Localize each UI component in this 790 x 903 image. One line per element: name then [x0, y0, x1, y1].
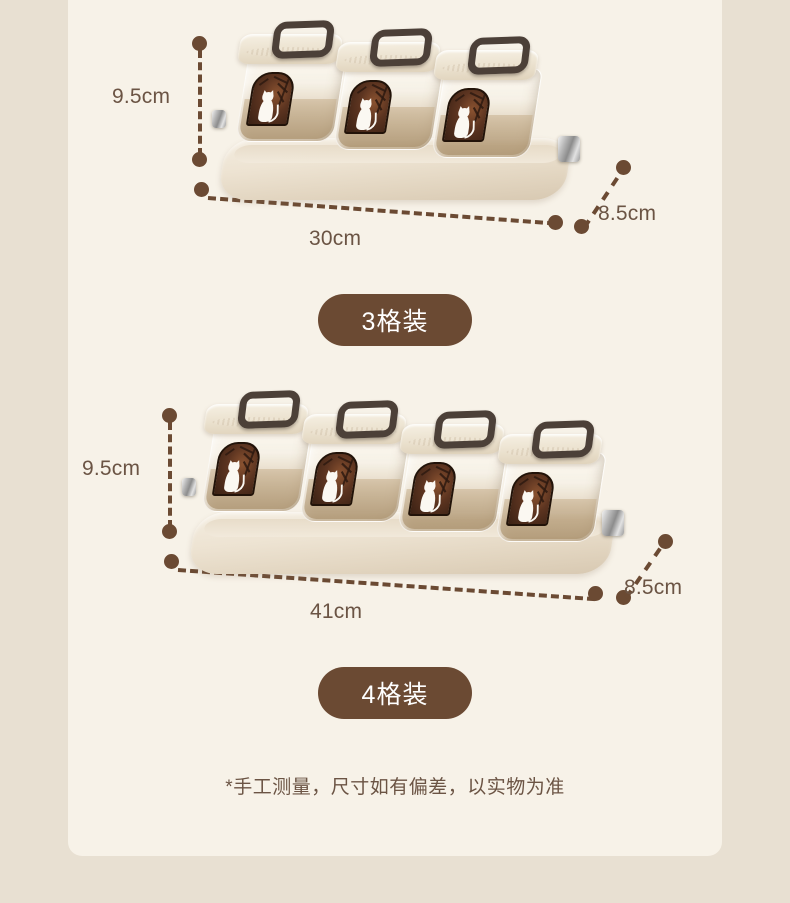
spoon-clip-right-4 [602, 510, 624, 536]
dimension-dot-width-left-3 [194, 182, 209, 197]
jar-2 [298, 399, 412, 522]
dimension-dot-width-right-3 [548, 215, 563, 230]
dimension-line-width-3 [207, 196, 556, 226]
jar-4 [494, 419, 608, 542]
cat-icon [257, 89, 279, 123]
cat-icon [517, 489, 539, 523]
dimension-label-width-3: 30cm [309, 227, 362, 250]
dimension-dot-width-right-4 [588, 586, 603, 601]
oval-lid-handle-icon-1 [236, 389, 302, 430]
dimension-dot-width-left-4 [164, 554, 179, 569]
decal-branch [454, 94, 465, 102]
oval-lid-handle-icon-3 [432, 409, 498, 450]
dimension-label-width-4: 41cm [310, 600, 363, 623]
oval-lid-handle-icon-3 [466, 35, 532, 76]
cat-icon [419, 479, 441, 513]
cat-icon [453, 105, 475, 139]
dimension-label-height-3: 9.5cm [112, 85, 171, 108]
product-block-4-compartment: 9.5cm 41cm 8.5cm [68, 376, 722, 666]
oval-lid-handle-icon-2 [334, 399, 400, 440]
decal-branch [356, 86, 367, 94]
seasoning-set-4-illustration [182, 389, 624, 574]
jar-3 [430, 35, 544, 158]
oval-lid-handle-icon-1 [270, 19, 336, 60]
product-block-3-compartment: 9.5cm 30cm 8.5cm [68, 0, 722, 290]
dimension-dot-height-bottom-4 [162, 524, 177, 539]
seasoning-set-3-illustration [212, 19, 580, 200]
oval-lid-handle-icon-2 [368, 27, 434, 68]
product-detail-card: 9.5cm 30cm 8.5cm [68, 0, 722, 856]
spoon-clip-left-3 [212, 110, 226, 128]
dimension-line-height-3 [198, 50, 202, 156]
decal-branch [322, 458, 333, 466]
dimension-label-height-4: 9.5cm [82, 457, 141, 480]
oval-lid-handle-icon-4 [530, 419, 596, 460]
decal-branch [224, 448, 235, 456]
dimension-line-height-4 [168, 422, 172, 528]
cat-icon [321, 469, 343, 503]
spoon-clip-right-3 [558, 136, 580, 162]
variant-badge-3-compartment[interactable]: 3格装 [318, 294, 472, 346]
dimension-dot-height-bottom-3 [192, 152, 207, 167]
measurement-disclaimer: *手工测量，尺寸如有偏差，以实物为准 [225, 777, 565, 798]
dimension-dot-height-top-4 [162, 408, 177, 423]
decal-branch [518, 478, 529, 486]
jar-1 [200, 389, 314, 512]
cat-icon [355, 97, 377, 131]
spoon-clip-left-4 [182, 478, 196, 496]
jar-2 [332, 27, 446, 150]
dimension-dot-depth-top-4 [658, 534, 673, 549]
decal-branch [420, 468, 431, 476]
decal-branch [258, 78, 269, 86]
dimension-label-depth-3: 8.5cm [598, 202, 657, 225]
dimension-dot-height-top-3 [192, 36, 207, 51]
dimension-dot-depth-top-3 [616, 160, 631, 175]
dimension-line-depth-4 [624, 538, 668, 600]
dimension-line-depth-3 [582, 166, 626, 230]
dimension-label-depth-4: 8.5cm [624, 576, 683, 599]
jar-3 [396, 409, 510, 532]
cat-icon [223, 459, 245, 493]
jar-1 [234, 19, 348, 142]
variant-badge-4-compartment[interactable]: 4格装 [318, 667, 472, 719]
